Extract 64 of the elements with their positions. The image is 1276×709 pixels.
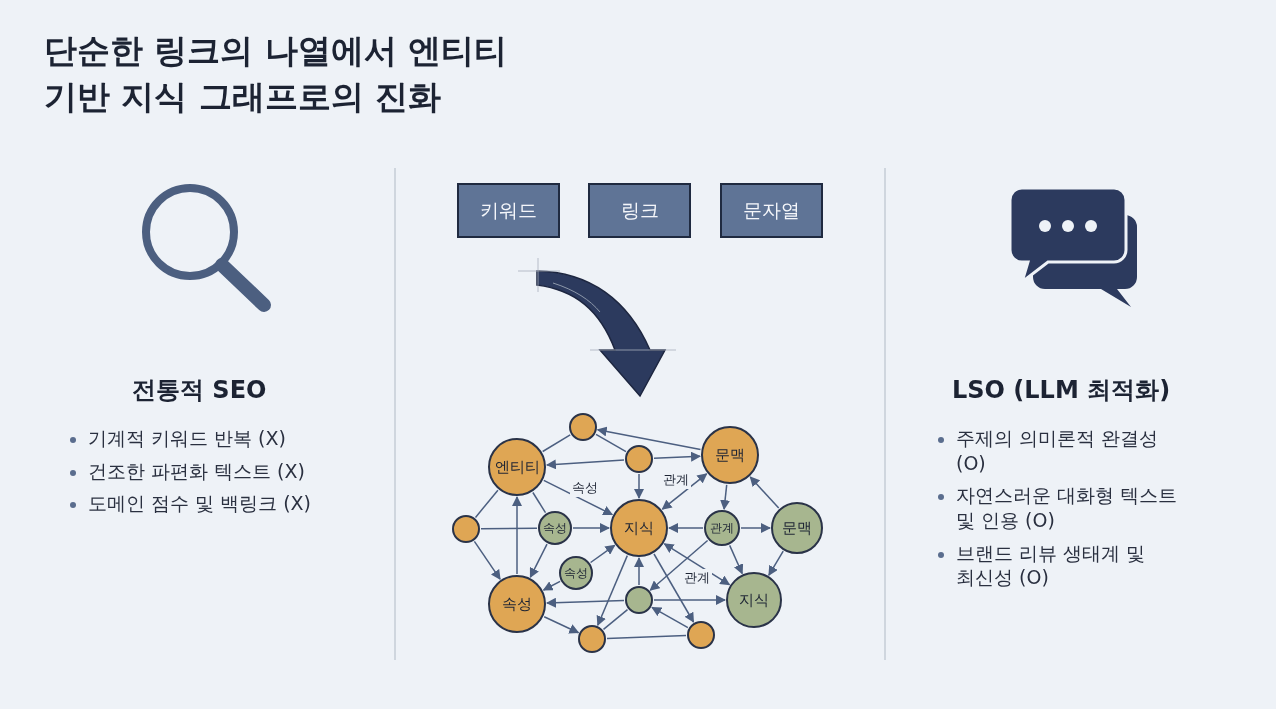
graph-node: 속성: [488, 575, 546, 633]
arrow: [649, 539, 709, 591]
graph-node: 속성: [538, 511, 572, 545]
arrow: [651, 606, 689, 629]
arrow: [661, 473, 708, 510]
graph-node: [625, 586, 653, 614]
connector-line: [480, 527, 538, 530]
list-item: 자연스러운 대화형 텍스트 및 인용 (O): [956, 483, 1191, 533]
arrow: [473, 540, 501, 581]
term-box: 문자열: [720, 183, 823, 238]
list-item: 건조한 파편화 텍스트 (X): [88, 458, 388, 484]
arrow: [545, 459, 625, 470]
arrow: [596, 426, 702, 451]
graph-node: [687, 621, 715, 649]
graph-node: [569, 413, 597, 441]
graph-node: [625, 445, 653, 473]
arrow: [512, 496, 522, 575]
arrow: [653, 451, 701, 462]
arrow: [546, 597, 625, 608]
list-item: 브랜드 리뷰 생태계 및 최신성 (O): [956, 540, 1191, 591]
arrow: [740, 523, 771, 533]
heading: 전통적 SEO: [132, 375, 267, 406]
graph-node: [578, 625, 606, 653]
arrow: [543, 615, 580, 634]
list-item: 기계적 키워드 반복 (X): [88, 426, 388, 451]
arrow: [668, 523, 704, 533]
edge-label: 속성: [570, 479, 600, 497]
connector-line: [602, 608, 629, 631]
title: 단순한 링크의 나열에서 엔티티 기반 지식 그래프로의 진화: [44, 30, 509, 119]
edge-label: 관계: [661, 471, 691, 489]
arrow: [542, 580, 561, 591]
graph-node: [452, 515, 480, 543]
connector-line: [606, 634, 687, 640]
arrow: [749, 476, 780, 509]
connector-line: [474, 489, 499, 519]
heading: LSO (LLM 최적화): [952, 375, 1171, 406]
arrow: [728, 544, 744, 575]
edge-label: 관계: [682, 569, 712, 587]
graph-node: 속성: [559, 556, 593, 590]
arrow: [634, 473, 644, 499]
connector-line: [541, 434, 571, 453]
graph-node: 지식: [726, 572, 782, 628]
arrow: [634, 557, 644, 586]
arrow: [543, 479, 614, 516]
arrow: [572, 523, 610, 533]
arrow: [663, 543, 731, 586]
graph-node: 엔티티: [488, 438, 546, 496]
graph-node: 문맥: [771, 502, 823, 554]
arrow: [653, 595, 726, 605]
arrow: [768, 550, 784, 576]
arrow: [596, 554, 629, 627]
arrow: [720, 484, 731, 511]
arrow: [653, 553, 695, 623]
list-item: 주제의 의미론적 완결성 (O): [956, 426, 1191, 476]
term-box: 링크: [588, 183, 691, 238]
graph-node: 관계: [704, 510, 740, 546]
list-item: 도메인 점수 및 백링크 (X): [88, 491, 388, 517]
connector-line: [595, 433, 627, 453]
graph-node: 문맥: [701, 426, 759, 484]
graph-node: 지식: [610, 499, 668, 557]
connector-line: [532, 491, 547, 514]
arrow: [589, 544, 616, 564]
term-box: 키워드: [457, 183, 560, 238]
arrow: [529, 543, 548, 579]
